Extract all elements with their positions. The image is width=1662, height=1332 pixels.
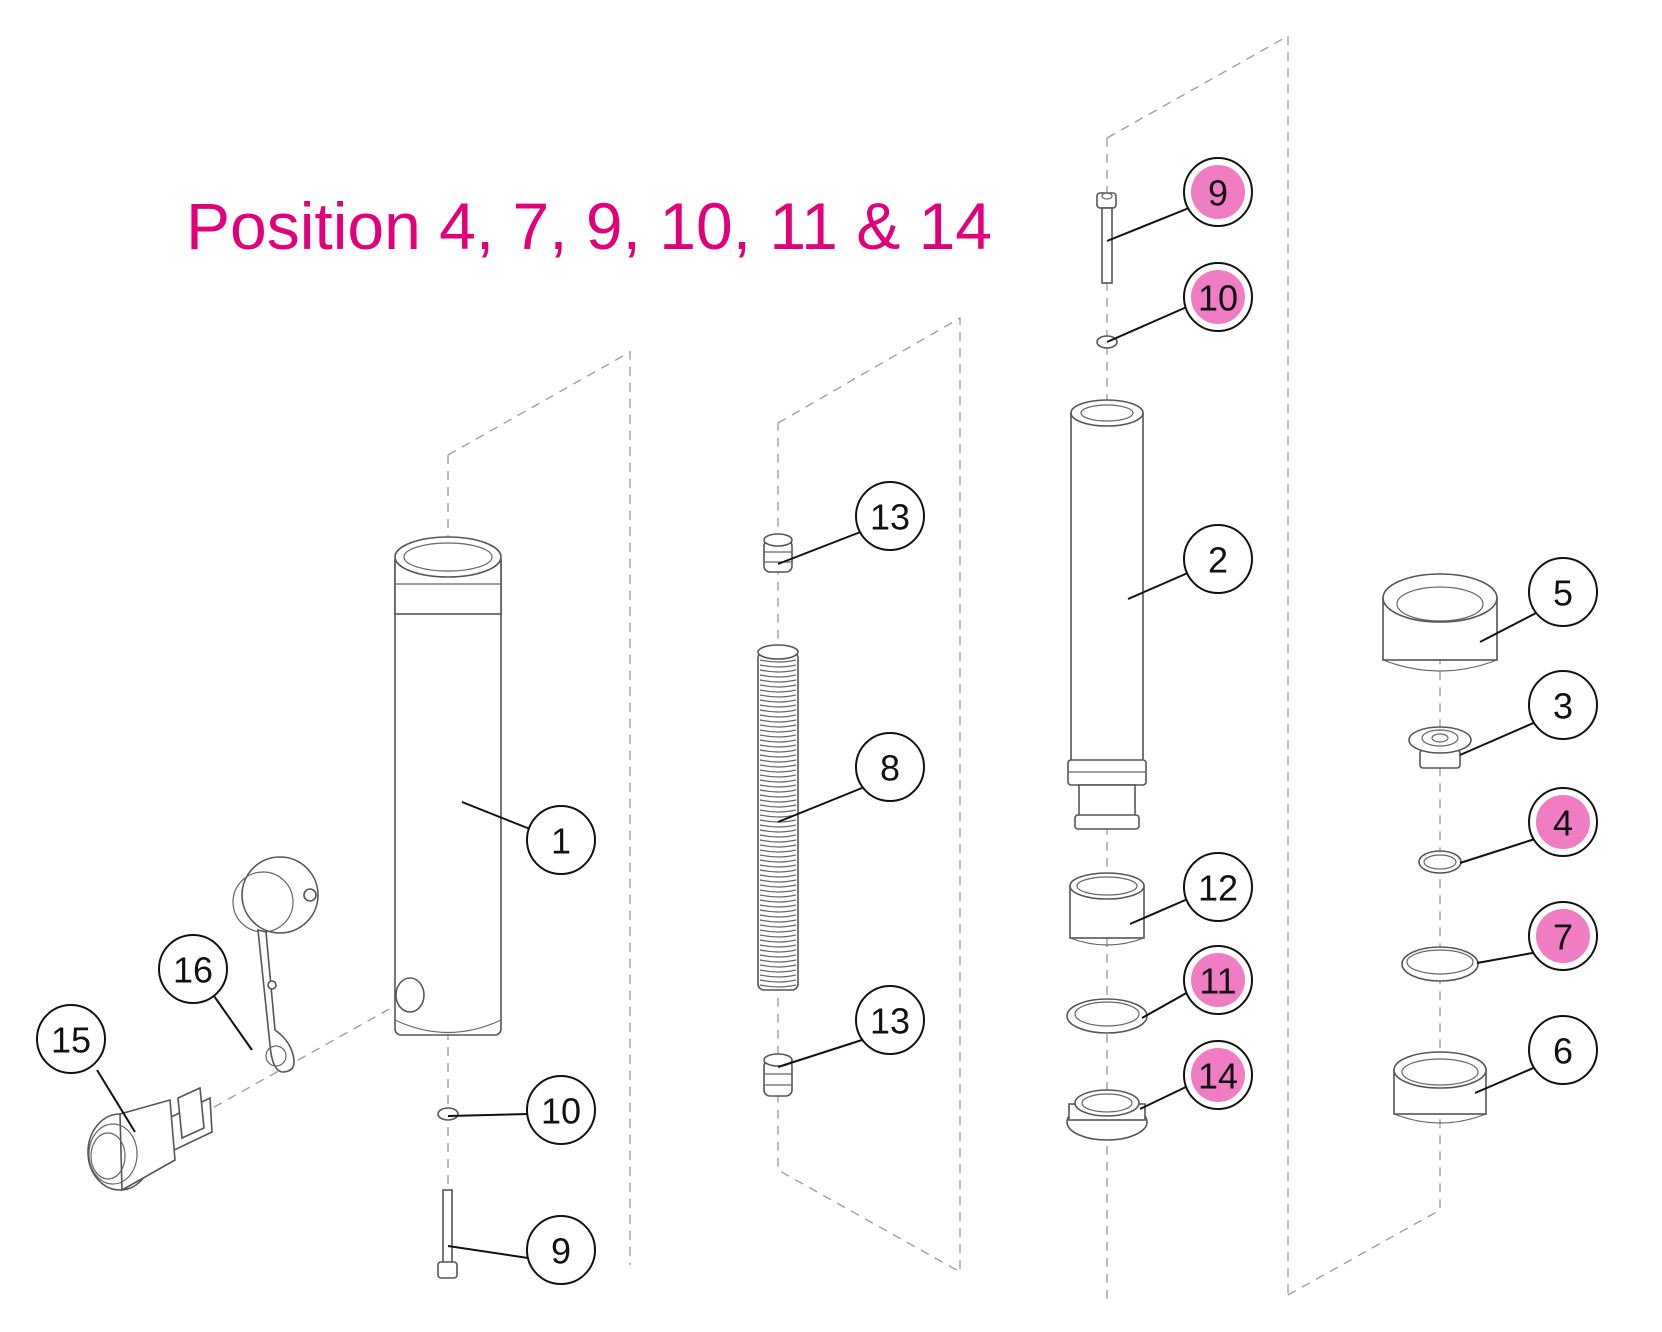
part-9-bolt-top <box>1096 192 1117 284</box>
callout-7: 7 <box>1528 901 1598 971</box>
svg-text:10: 10 <box>1198 278 1238 319</box>
diagram-title: Position 4, 7, 9, 10, 11 & 14 <box>186 189 992 263</box>
svg-text:1: 1 <box>551 821 571 862</box>
callout-1: 1 <box>526 805 596 875</box>
part-5-collar <box>1382 573 1498 672</box>
part-15-coupler <box>87 1086 213 1192</box>
part-13-plug-top <box>763 533 793 573</box>
svg-text:9: 9 <box>551 1231 571 1272</box>
callout-16: 16 <box>158 934 228 1004</box>
svg-text:13: 13 <box>870 497 910 538</box>
part-3-piston-head <box>1408 726 1472 769</box>
part-1-cylinder-body <box>394 536 502 1036</box>
part-16-dust-cap <box>232 856 319 1073</box>
part-4-o-ring <box>1418 850 1462 874</box>
callout-13-bottom: 13 <box>855 985 925 1055</box>
svg-text:3: 3 <box>1553 686 1573 727</box>
callout-4: 4 <box>1528 787 1598 857</box>
callout-8: 8 <box>855 732 925 802</box>
part-11-ring <box>1066 998 1148 1034</box>
svg-text:15: 15 <box>51 1020 91 1061</box>
callout-6: 6 <box>1528 1015 1598 1085</box>
svg-text:2: 2 <box>1208 540 1228 581</box>
svg-text:9: 9 <box>1208 173 1228 214</box>
svg-text:5: 5 <box>1553 573 1573 614</box>
callout-11: 11 <box>1183 945 1253 1015</box>
leader-lines <box>96 207 1539 1259</box>
callout-5: 5 <box>1528 557 1598 627</box>
svg-text:12: 12 <box>1198 868 1238 909</box>
part-9-bolt-left <box>437 1189 458 1279</box>
part-8-threaded-rod <box>757 644 799 991</box>
svg-text:7: 7 <box>1553 917 1573 958</box>
callout-3: 3 <box>1528 670 1598 740</box>
part-14-wiper-seal <box>1066 1089 1148 1141</box>
callout-15: 15 <box>36 1004 106 1074</box>
callout-2: 2 <box>1183 524 1253 594</box>
callout-9-bottom: 9 <box>526 1215 596 1285</box>
part-6-gland-nut <box>1393 1051 1487 1124</box>
svg-text:16: 16 <box>173 950 213 991</box>
part-7-ring <box>1401 946 1479 982</box>
callout-14: 14 <box>1183 1040 1253 1110</box>
svg-text:6: 6 <box>1553 1031 1573 1072</box>
part-13-plug-bottom <box>763 1053 793 1097</box>
part-12-bushing <box>1069 872 1145 946</box>
svg-text:13: 13 <box>870 1001 910 1042</box>
callout-10-top: 10 <box>1183 262 1253 332</box>
callout-13-top: 13 <box>855 481 925 551</box>
svg-text:10: 10 <box>541 1091 581 1132</box>
part-2-plunger <box>1067 399 1147 830</box>
svg-text:8: 8 <box>880 748 900 789</box>
callout-10-bottom: 10 <box>526 1075 596 1145</box>
svg-text:14: 14 <box>1198 1056 1238 1097</box>
svg-text:11: 11 <box>1199 961 1236 1002</box>
callout-9-top: 9 <box>1183 157 1253 227</box>
part-10-washer-left <box>437 1107 459 1121</box>
callout-markers: 9 10 2 12 11 14 13 8 13 1 10 9 16 15 5 3… <box>36 157 1598 1285</box>
svg-text:4: 4 <box>1553 803 1573 844</box>
callout-12: 12 <box>1183 852 1253 922</box>
